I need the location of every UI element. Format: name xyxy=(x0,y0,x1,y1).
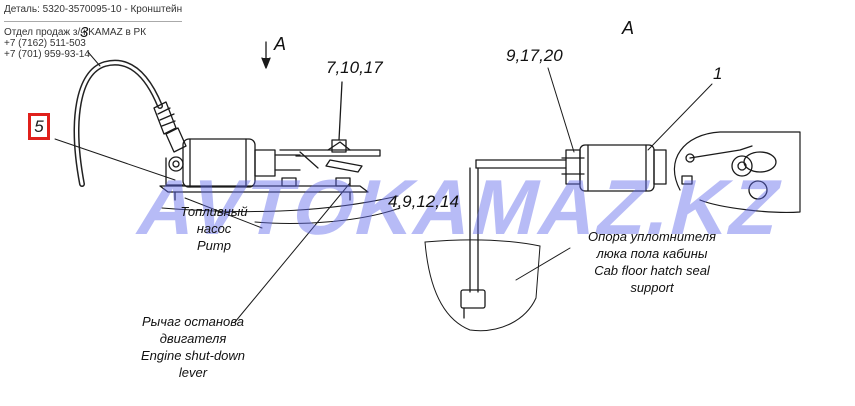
cab-floor-outline xyxy=(161,195,399,213)
hatch-latch xyxy=(689,145,753,159)
header-separator xyxy=(4,21,182,22)
callout-7-10-17: 7,10,17 xyxy=(326,58,383,77)
lever-caption-en-2: lever xyxy=(178,365,208,380)
detail-title: Деталь: 5320-3570095-10 - Кронштейн xyxy=(4,4,183,15)
phone-2: +7 (701) 959-93-14 xyxy=(4,49,90,60)
support-caption-ru-2: люка пола кабины xyxy=(596,246,708,261)
pump-caption: Топливный насос Pump xyxy=(172,203,256,254)
callout-3: 3 xyxy=(80,24,89,41)
support-caption-en-1: Cab floor hatch seal xyxy=(594,263,710,278)
lever-caption-ru-2: двигателя xyxy=(159,331,227,346)
view-arrow-head xyxy=(261,57,271,69)
support-rod xyxy=(475,159,567,169)
support-caption: Опора уплотнителя люка пола кабины Cab f… xyxy=(568,228,736,296)
stop-lever xyxy=(279,149,381,157)
pump-banjo-bolt xyxy=(168,156,184,172)
callout-1: 1 xyxy=(713,64,723,83)
lever-caption-en-1: Engine shut-down xyxy=(140,348,246,363)
hose-fitting xyxy=(153,101,177,135)
sales-department: Отдел продаж з/ч KAMAZ в РК xyxy=(4,27,147,38)
pump-caption-ru-2: насос xyxy=(196,221,232,236)
bolt-vertical xyxy=(469,167,479,293)
support-caption-en-2: support xyxy=(630,280,674,295)
pump-caption-ru-1: Топливный xyxy=(180,204,248,219)
hatch-outline xyxy=(424,241,541,332)
support-caption-ru-1: Опора уплотнителя xyxy=(588,229,716,244)
hatch-housing xyxy=(673,131,801,213)
callout-5: 5 xyxy=(34,117,44,136)
lever-caption-ru-1: Рычаг останова xyxy=(142,314,244,329)
phone-1: +7 (7162) 511-503 xyxy=(4,38,86,49)
view-arrow-label: A xyxy=(274,34,287,54)
callout-9-17-20: 9,17,20 xyxy=(506,46,563,65)
pump-caption-en: Pump xyxy=(197,238,231,253)
view-title-label: A xyxy=(622,18,635,38)
callout-5-highlight: 5 xyxy=(28,113,50,140)
lever-caption: Рычаг останова двигателя Engine shut-dow… xyxy=(128,313,258,381)
callout-4-9-12-14: 4,9,12,14 xyxy=(388,192,459,211)
